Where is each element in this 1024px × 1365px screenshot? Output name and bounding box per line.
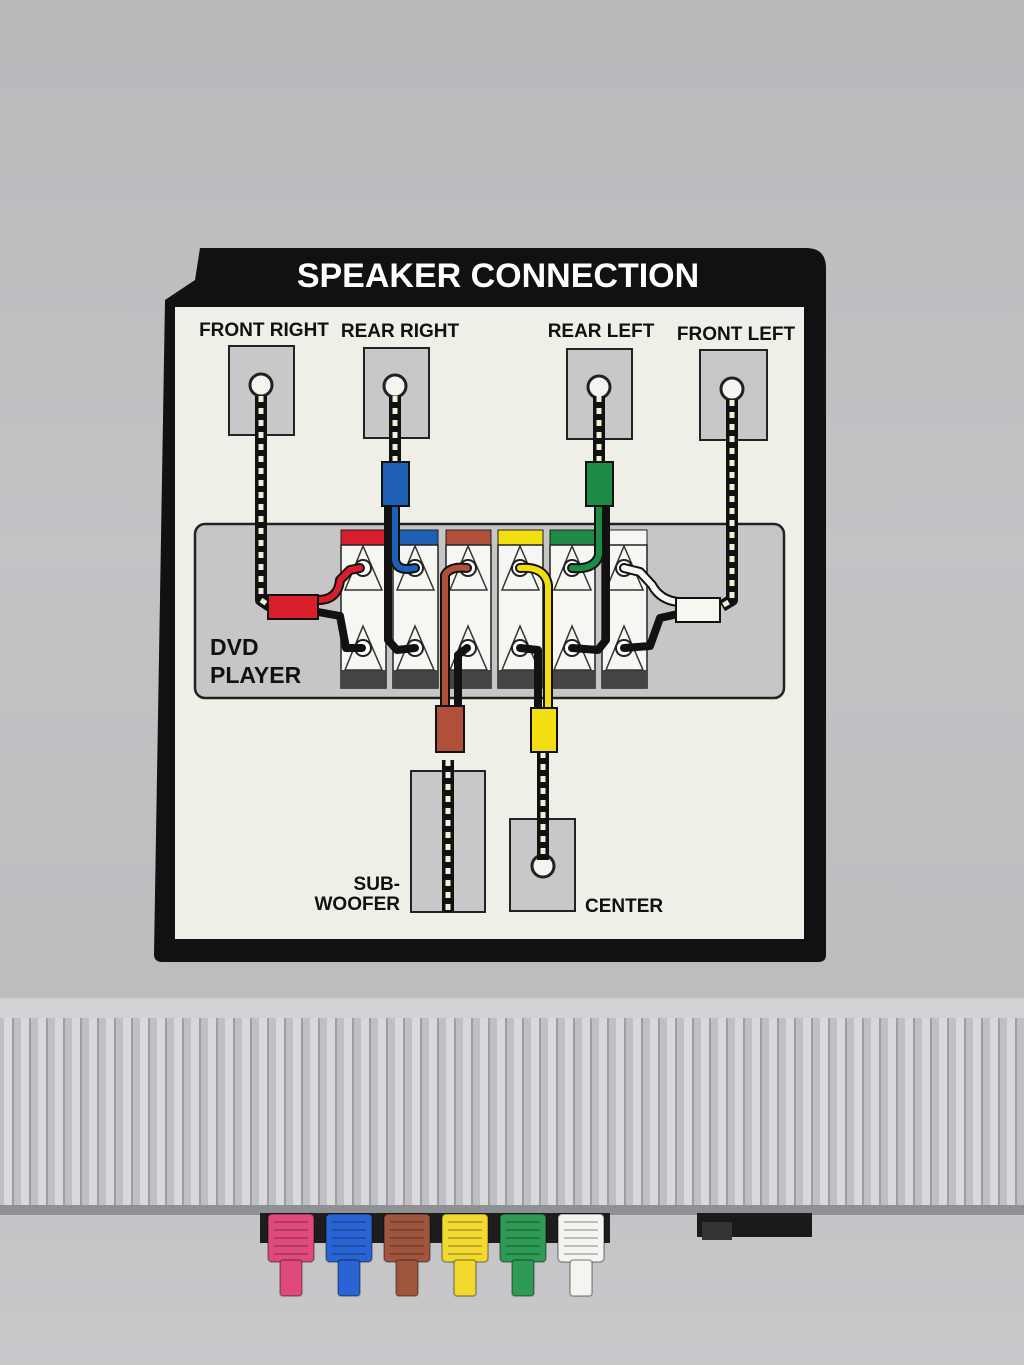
wire-front-right-pos (313, 563, 365, 605)
terminal-rear-left (549, 529, 596, 689)
dvd-label-line2: PLAYER (210, 662, 302, 688)
black-jack (697, 1213, 812, 1240)
connector-plug-6 (550, 1213, 610, 1297)
sleeve-subwoofer (435, 705, 465, 753)
terminal-subwoofer (445, 529, 492, 689)
sleeve-front-right (267, 594, 319, 620)
wire-front-left-pos (619, 563, 683, 607)
wire-center-pos (515, 562, 553, 715)
label-center: CENTER (585, 896, 663, 917)
sleeve-center (530, 707, 558, 753)
wire-rear-left-pos (567, 500, 604, 574)
label-front-right: FRONT RIGHT (199, 320, 329, 341)
speaker-connection-sticker: SPEAKER CONNECTION FRONT RIGHT REAR RIGH… (154, 248, 826, 962)
wire-front-right-neg (314, 608, 366, 652)
speaker-connector-row (260, 1213, 610, 1297)
connector-plug-1 (260, 1213, 320, 1297)
cable-front-left (718, 400, 738, 612)
connector-plug-5 (492, 1213, 552, 1297)
sleeve-rear-left (585, 461, 614, 507)
label-rear-left: REAR LEFT (548, 321, 655, 342)
wire-front-left-neg (620, 610, 682, 652)
wire-rear-right-pos (390, 500, 420, 574)
sleeve-front-left (675, 597, 721, 623)
connector-plug-2 (318, 1213, 378, 1297)
wire-subwoofer-pos (440, 562, 472, 711)
terminal-front-right (340, 529, 387, 689)
label-front-left: FRONT LEFT (677, 324, 796, 345)
ribbed-edge (0, 998, 1024, 1215)
wire-rear-right-neg (384, 501, 419, 654)
dvd-label-line1: DVD (210, 634, 259, 660)
connector-plug-4 (434, 1213, 494, 1297)
wire-center-neg (516, 644, 542, 714)
wire-subwoofer-neg (454, 644, 471, 710)
wire-rear-left-neg (568, 501, 610, 654)
sticker-title: SPEAKER CONNECTION (297, 257, 699, 295)
label-rear-right: REAR RIGHT (341, 321, 460, 342)
speaker-wires (255, 396, 738, 912)
label-subwoofer-line2: WOOFER (315, 894, 401, 915)
sleeve-rear-right (381, 461, 410, 507)
label-subwoofer-line1: SUB- (354, 874, 400, 895)
connector-plug-3 (376, 1213, 436, 1297)
